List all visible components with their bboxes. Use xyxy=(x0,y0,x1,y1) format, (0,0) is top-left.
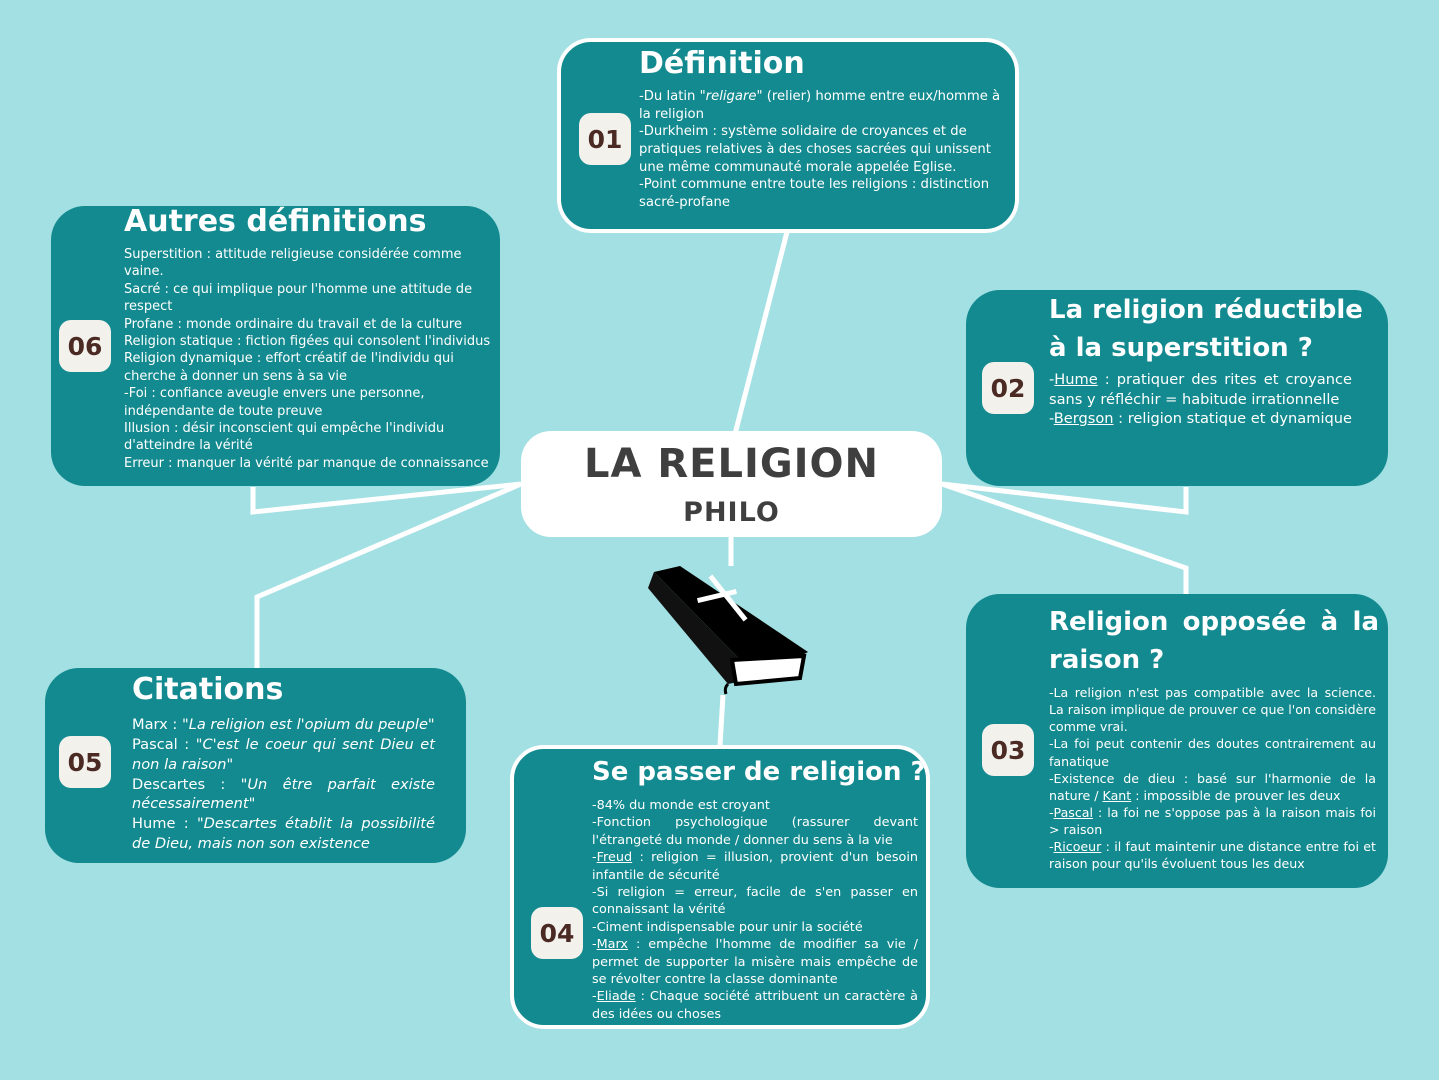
center-node: LA RELIGION PHILO xyxy=(521,431,942,537)
card-se-passer: 04 Se passer de religion ? -84% du monde… xyxy=(510,745,930,1029)
raison-line-1: -La religion n'est pas compatible avec l… xyxy=(1049,685,1376,735)
autres-line: Superstition : attitude religieuse consi… xyxy=(124,247,462,280)
connector-03 xyxy=(941,481,1189,596)
card-title-definition: Définition xyxy=(639,46,805,81)
card-number-03: 03 xyxy=(982,724,1034,776)
card-number-02: 02 xyxy=(982,362,1034,414)
card-title-se-passer: Se passer de religion ? xyxy=(592,757,926,787)
se-passer-line-4: -Si religion = erreur, facile de s'en pa… xyxy=(592,884,918,918)
connector-02 xyxy=(941,481,1189,515)
card-title-autres-definitions: Autres définitions xyxy=(124,206,427,239)
connector-05 xyxy=(254,481,522,668)
connector-01 xyxy=(732,231,790,435)
card-title-superstition: La religion réductible à la superstition… xyxy=(1049,295,1363,363)
definition-line-3: -Point commune entre toute les religions… xyxy=(639,177,990,211)
card-body-definition: -Du latin "religare" (relier) homme entr… xyxy=(639,88,1009,212)
autres-line: -Foi : confiance aveugle envers une pers… xyxy=(124,386,425,419)
se-passer-line-3: -Freud : religion = illusion, provient d… xyxy=(592,850,918,883)
citation-pascal: Pascal : "C'est le coeur qui sent Dieu e… xyxy=(132,735,435,773)
card-title-raison: Religion opposée à la raison ? xyxy=(1049,607,1379,675)
se-passer-line-5: -Ciment indispensable pour unir la socié… xyxy=(592,919,863,935)
card-number-01: 01 xyxy=(579,113,631,165)
autres-line: Sacré : ce qui implique pour l'homme une… xyxy=(124,281,473,315)
card-number-06: 06 xyxy=(59,320,111,372)
card-autres-definitions: 06 Autres définitions Superstition : att… xyxy=(51,206,500,486)
card-citations: 05 Citations Marx : "La religion est l'o… xyxy=(45,668,466,863)
autres-line: Erreur : manquer la vérité par manque de… xyxy=(124,455,489,471)
card-definition: 01 Définition -Du latin "religare" (reli… xyxy=(557,38,1019,233)
card-raison: 03 Religion opposée à la raison ? -La re… xyxy=(966,594,1388,888)
se-passer-line-2: -Fonction psychologique (rassurer devant… xyxy=(592,815,918,848)
se-passer-line-6: -Marx : empêche l'homme de modifier sa v… xyxy=(592,937,918,987)
se-passer-line-7: -Eliade : Chaque société attribuent un c… xyxy=(592,989,918,1022)
se-passer-line-1: -84% du monde est croyant xyxy=(592,798,770,813)
card-body-superstition: -Hume : pratiquer des rites et croyance … xyxy=(1049,370,1352,429)
definition-line-1: -Du latin "religare" (relier) homme entr… xyxy=(639,89,1001,122)
card-body-se-passer: -84% du monde est croyant -Fonction psyc… xyxy=(592,797,918,1023)
connector-04b xyxy=(717,694,726,746)
autres-line: Religion dynamique : effort créatif de l… xyxy=(124,351,454,384)
raison-line-2: -La foi peut contenir des doutes contrai… xyxy=(1049,736,1376,769)
autres-line: Profane : monde ordinaire du travail et … xyxy=(124,316,462,332)
card-number-04: 04 xyxy=(531,907,583,959)
card-body-citations: Marx : "La religion est l'opium du peupl… xyxy=(132,715,435,854)
main-title: LA RELIGION xyxy=(583,441,880,487)
sub-title: PHILO xyxy=(683,497,780,528)
raison-line-5: -Ricoeur : il faut maintenir une distanc… xyxy=(1049,839,1376,872)
card-number-05: 05 xyxy=(59,736,111,788)
card-superstition: 02 La religion réductible à la superstit… xyxy=(966,290,1388,486)
superstition-line-2: -Bergson : religion statique et dynamiqu… xyxy=(1049,410,1352,428)
superstition-line-1: -Hume : pratiquer des rites et croyance … xyxy=(1049,371,1352,408)
citation-marx: Marx : "La religion est l'opium du peupl… xyxy=(132,716,435,733)
connector-06 xyxy=(250,481,522,515)
autres-line: Illusion : désir inconscient qui empêche… xyxy=(124,421,445,454)
definition-line-2: -Durkheim : système solidaire de croyanc… xyxy=(639,124,991,175)
card-body-autres-definitions: Superstition : attitude religieuse consi… xyxy=(124,246,496,472)
citation-hume: Hume : "Descartes établit la possibilité… xyxy=(132,815,435,853)
bible-icon xyxy=(648,566,808,695)
card-title-citations: Citations xyxy=(132,672,284,707)
citation-descartes: Descartes : "Un être parfait existe néce… xyxy=(132,775,435,813)
raison-line-3: -Existence de dieu : basé sur l'harmonie… xyxy=(1049,770,1376,803)
raison-line-4: -Pascal : la foi ne s'oppose pas à la ra… xyxy=(1049,804,1376,837)
card-body-raison: -La religion n'est pas compatible avec l… xyxy=(1049,684,1376,872)
autres-line: Religion statique : fiction figées qui c… xyxy=(124,334,491,350)
